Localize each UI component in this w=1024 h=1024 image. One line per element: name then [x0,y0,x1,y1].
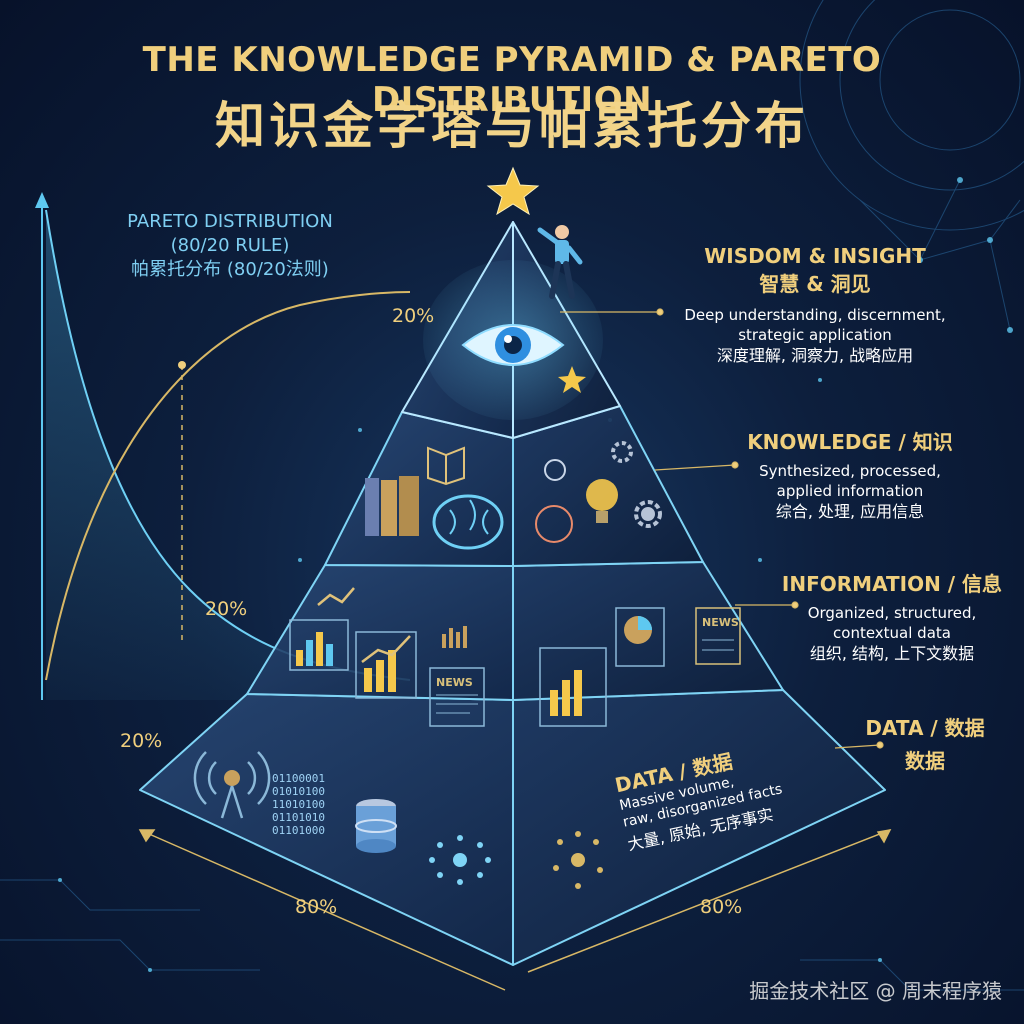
page-title: THE KNOWLEDGE PYRAMID & PARETO DISTRIBUT… [142,40,882,120]
tier-desc-knowledge-2: applied information [776,482,924,500]
tier-title-information: INFORMATION / 信息 [781,572,1003,596]
tier-desc-wisdom-zh: 深度理解, 洞察力, 战略应用 [716,346,914,365]
tier-label-wisdom: WISDOM & INSIGHT 智慧 & 洞见 Deep understand… [665,244,965,367]
pareto-curve-chart [35,192,411,700]
tier-label-information: INFORMATION / 信息 Organized, structured, … [765,568,1019,665]
trend-chart-icon [355,631,417,699]
small-star-icon [558,366,586,393]
tier-title-wisdom-zh: 智慧 & 洞见 [759,272,871,296]
tier-desc-wisdom-1: Deep understanding, discernment, [684,306,946,324]
binary-line: 01101010 [272,811,325,824]
tier-desc-knowledge-zh: 综合, 处理, 应用信息 [775,502,925,521]
tier-label-data: DATA / 数据 数据 [840,712,1010,774]
watermark: 掘金技术社区 @ 周末程序猿 [749,979,1002,1003]
pareto-y-arrow [35,192,49,208]
binary-line: 01101000 [272,824,325,837]
tier-title-wisdom: WISDOM & INSIGHT [704,244,926,268]
tier-desc-wisdom-2: strategic application [738,326,892,344]
newspaper-icon [429,667,485,727]
line-chart-icon [317,587,355,606]
pareto-label-line2: (80/20 RULE) [170,235,290,256]
tier-desc-information-1: Organized, structured, [807,604,977,622]
percent-mid: 20% [205,598,248,620]
pareto-decay-curve [46,210,410,700]
news-label: NEWS [436,676,473,689]
binary-data-block: 01100001 01010100 11010100 01101010 0110… [272,772,342,837]
binary-line: 11010100 [272,798,325,811]
small-bar-chart-icon [442,626,467,648]
pareto-label: PARETO DISTRIBUTION (80/20 RULE) 帕累托分布 (… [90,210,370,282]
dots-cluster-gold-icon [553,831,603,889]
pareto-label-line1: PARETO DISTRIBUTION [127,211,333,232]
percent-top: 20% [392,305,435,327]
open-book-icon [427,446,465,486]
tier-title-data: DATA / 数据 [865,716,985,740]
brain-icon [432,494,504,550]
percent-base-left: 80% [295,896,338,918]
database-icon [355,799,397,853]
percent-low: 20% [120,730,163,752]
tier-desc-knowledge-1: Synthesized, processed, [759,462,941,480]
tier-label-knowledge: KNOWLEDGE / 知识 Synthesized, processed, a… [710,426,990,523]
pareto-cumulative-curve [45,291,411,681]
eye-icon [461,324,565,366]
tier-title-knowledge: KNOWLEDGE / 知识 [747,430,953,454]
dashboard-chart-icon [539,647,607,727]
dots-cluster-icon [429,835,491,885]
lightbulb-icon [586,479,618,523]
base-right-arrow [527,829,891,973]
tier-title-data-zh: 数据 [905,749,945,773]
percent-base-right: 80% [700,896,743,918]
page-title-zh: 知识金字塔与帕累托分布 [215,97,809,155]
tier-desc-information-2: contextual data [833,624,951,642]
antenna-icon [193,751,271,819]
head-profile-icon [535,459,573,543]
binary-line: 01010100 [272,785,325,798]
news-card-icon [695,607,741,665]
tier-desc-information-zh: 组织, 结构, 上下文数据 [809,644,975,663]
gear-icon [611,441,662,528]
base-left-arrow [139,829,506,991]
books-icon [365,476,419,536]
pie-chart-icon [615,607,665,667]
bar-chart-icon [289,619,349,671]
binary-line: 01100001 [272,772,325,785]
star-icon [486,166,540,216]
news-label-right: NEWS [702,616,739,629]
pareto-label-line3: 帕累托分布 (80/20法则) [131,259,329,280]
person-climbing-icon [537,225,583,299]
